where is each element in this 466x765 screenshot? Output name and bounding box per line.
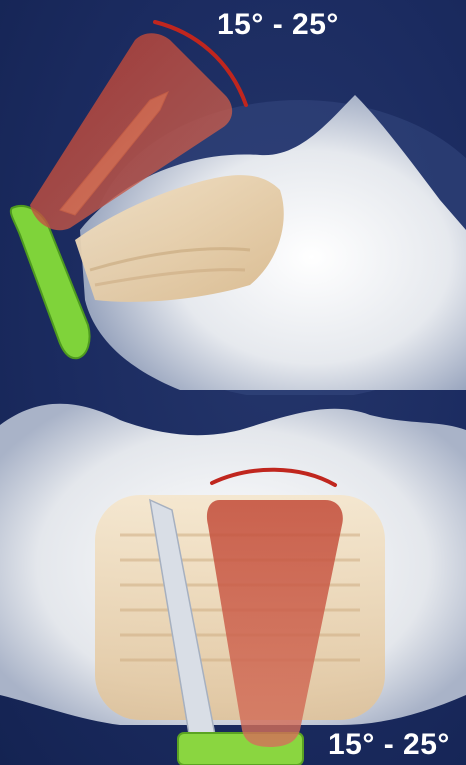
angle-label-bottom: 15° - 25°: [328, 728, 450, 762]
occlusal-view-graphic: [0, 395, 466, 765]
occlusal-view-panel: [0, 395, 466, 765]
lateral-view-graphic: [0, 0, 466, 395]
lateral-view-panel: 15° - 25°: [0, 0, 466, 395]
angle-label-top: 15° - 25°: [217, 8, 339, 42]
matrix-band: [11, 206, 90, 358]
